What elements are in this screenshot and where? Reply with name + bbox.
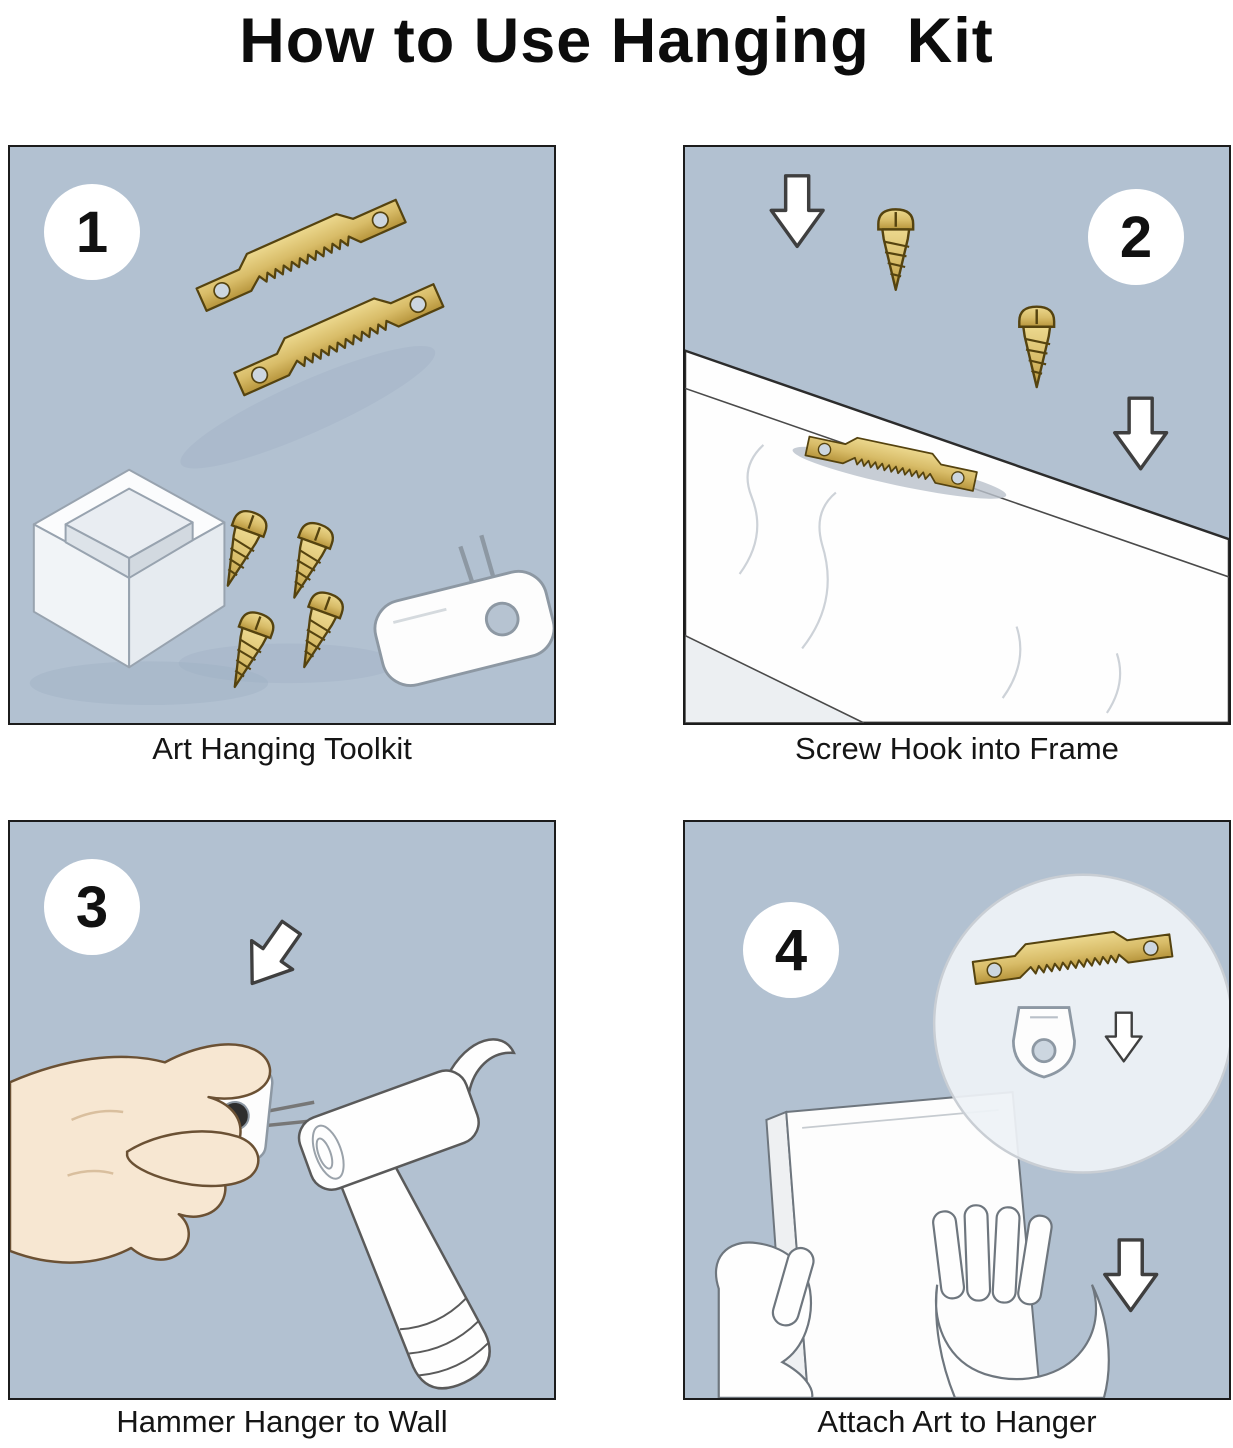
screw-into-frame-illustration <box>685 174 1229 723</box>
shadow <box>180 345 436 469</box>
magnifier-circle <box>932 873 1229 1174</box>
page-title: How to Use Hanging Kit <box>239 6 994 76</box>
down-arrow-icon <box>230 911 314 1000</box>
shadow <box>29 661 269 706</box>
step-3-number: 3 <box>75 874 109 940</box>
right-hand <box>932 1204 1110 1398</box>
down-arrow-icon <box>1103 1238 1159 1313</box>
hand <box>10 1043 272 1264</box>
step-4-badge: 4 <box>743 902 839 998</box>
down-arrow-icon <box>769 174 825 249</box>
hammer-to-wall-illustration <box>10 911 516 1390</box>
panel-step-3: 3 <box>8 820 556 1400</box>
hanging-hook <box>1011 1006 1076 1079</box>
screw <box>1018 305 1056 389</box>
sawtooth-hanger <box>190 188 407 312</box>
hammer-head <box>297 1038 516 1191</box>
step-3-badge: 3 <box>44 859 140 955</box>
attach-art-illustration <box>714 873 1229 1398</box>
caption-step-2: Screw Hook into Frame <box>795 731 1119 766</box>
storage-box <box>32 468 226 669</box>
plastic-hook <box>373 534 554 687</box>
step-1-number: 1 <box>75 199 109 265</box>
caption-step-1: Art Hanging Toolkit <box>152 731 412 766</box>
caption-step-4: Attach Art to Hanger <box>817 1404 1097 1439</box>
panel-step-2: 2 <box>683 145 1231 725</box>
panel-step-1: 1 <box>8 145 556 725</box>
screw <box>277 517 338 605</box>
step-2-badge: 2 <box>1088 189 1184 285</box>
step-2-number: 2 <box>1119 204 1153 270</box>
step-1-badge: 1 <box>44 184 140 280</box>
down-arrow-icon <box>1113 396 1169 471</box>
caption-step-3: Hammer Hanger to Wall <box>116 1404 448 1439</box>
shadow <box>178 643 398 684</box>
panel-step-4: 4 <box>683 820 1231 1400</box>
left-hand <box>714 1241 815 1398</box>
wood-grain <box>738 444 1122 714</box>
screw <box>877 208 915 291</box>
hammer <box>297 1038 516 1390</box>
step-4-number: 4 <box>774 917 808 983</box>
hammer-handle <box>335 1149 491 1390</box>
toolkit-illustration <box>29 188 554 706</box>
